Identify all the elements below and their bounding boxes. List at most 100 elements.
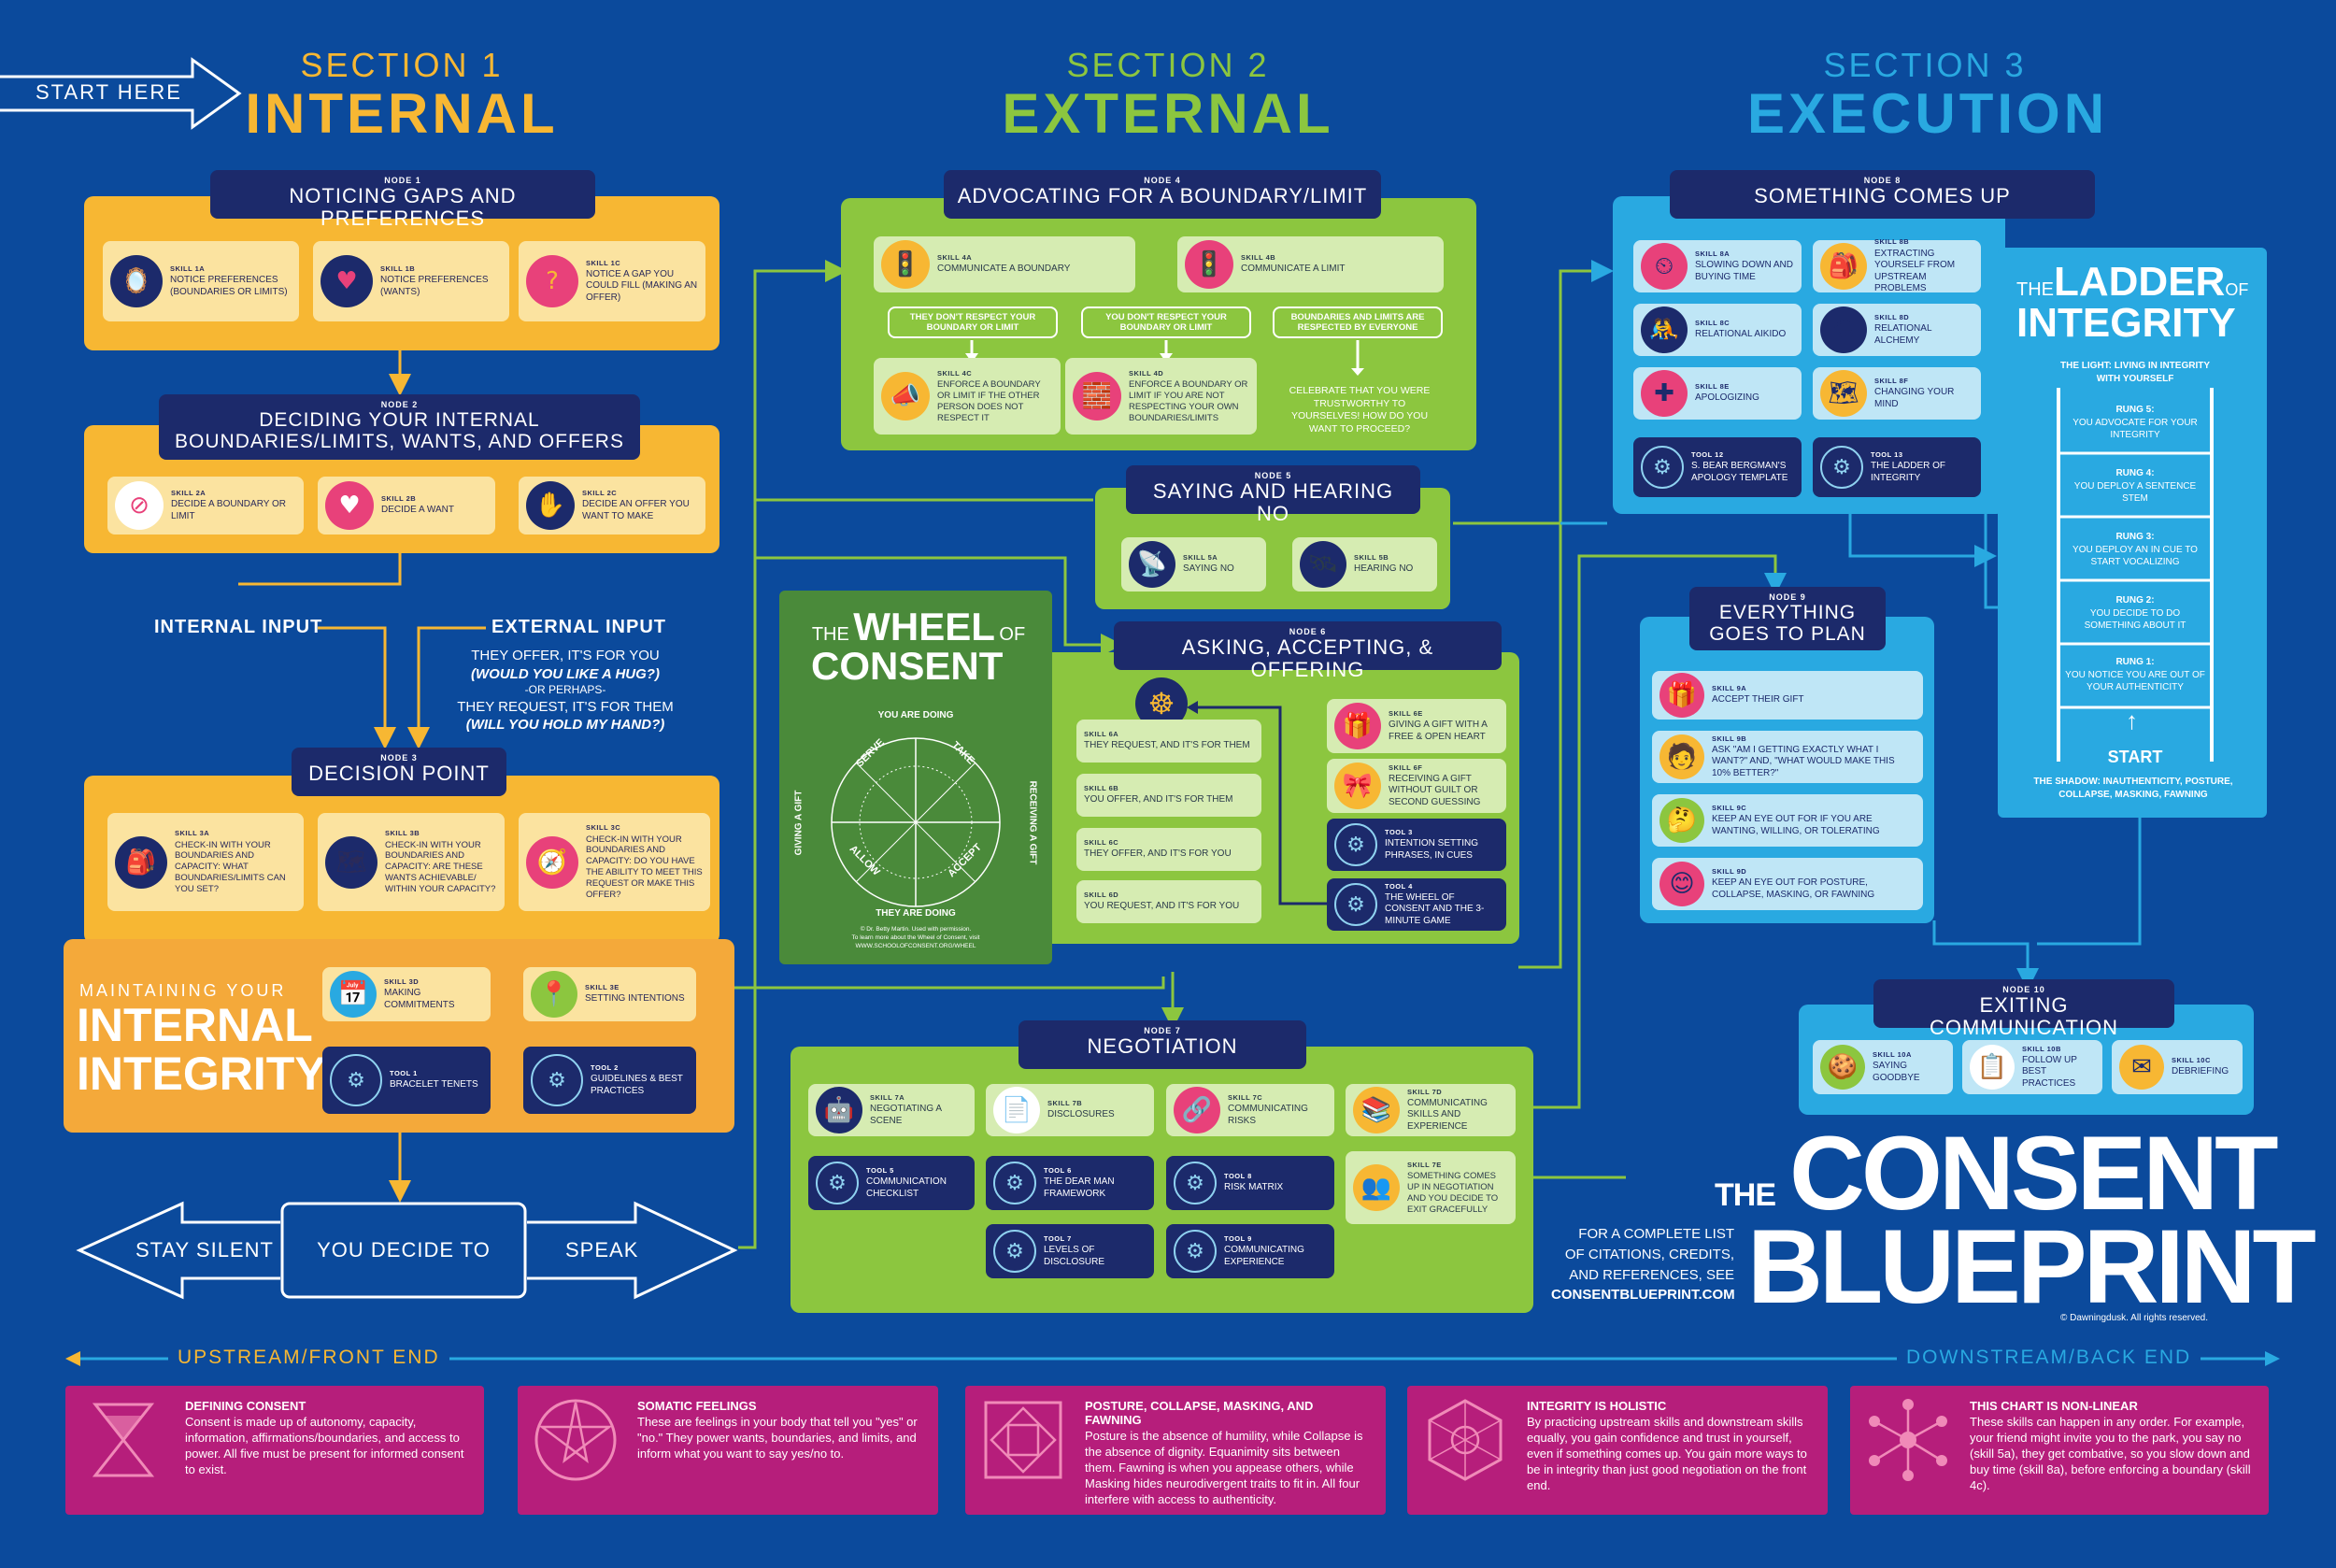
skill-text: SOMETHING COMES UP IN NEGOTIATION AND YO… (1407, 1170, 1499, 1215)
wheel-credit-line: © Dr. Betty Martin. Used with permission… (860, 926, 972, 933)
tool-code: TOOL 9 (1224, 1233, 1252, 1243)
info-card-somatic-feelings: SOMATIC FEELINGS These are feelings in y… (518, 1386, 938, 1515)
rung-3: RUNG 3:YOU DEPLOY AN IN CUE TO START VOC… (2065, 531, 2205, 569)
skill-code: SKILL 9D (1712, 866, 1747, 876)
flask-icon: ⚗ (1820, 306, 1867, 353)
stay-silent-option[interactable]: STAY SILENT (135, 1238, 274, 1262)
skill-text: CHANGING YOUR MIND (1874, 387, 1955, 409)
ladder-title: THELADDEROF INTEGRITY (2016, 262, 2250, 344)
heart-icon: ♥ (320, 255, 373, 307)
internal-input-label: INTERNAL INPUT (154, 617, 323, 637)
skill-code: SKILL 1C (586, 258, 621, 267)
skill-code: SKILL 8E (1695, 382, 1730, 392)
wrench-gear-icon: ⚙ (993, 1162, 1036, 1205)
skill-text: COMMUNICATE A BOUNDARY (937, 264, 1071, 275)
rung-text: YOU DEPLOY A SENTENCE STEM (2073, 480, 2197, 505)
skill-text: RELATIONAL AIKIDO (1695, 329, 1787, 340)
skill-code: SKILL 2A (171, 488, 207, 497)
skill-code: SKILL 9B (1712, 734, 1747, 743)
wheel-credit-line: WWW.SCHOOLOFCONSENT.ORG/WHEEL (855, 943, 976, 950)
skill-text: NOTICE PREFERENCES (BOUNDARIES OR LIMITS… (170, 275, 288, 297)
skill-code: SKILL 4D (1129, 368, 1164, 378)
node-4-number: NODE 4 (1144, 176, 1181, 185)
gift-icon: 🎁 (1659, 673, 1704, 718)
node-9-title: EVERYTHING GOES TO PLAN (1709, 602, 1866, 646)
branch-they-dont-respect: THEY DON'T RESPECT YOUR BOUNDARY OR LIMI… (888, 306, 1058, 338)
skill-code: SKILL 4B (1241, 253, 1276, 263)
gift-wall-icon: 🧱 (1073, 372, 1121, 421)
brand-url-link[interactable]: CONSENTBLUEPRINT.COM (1551, 1287, 1735, 1304)
calendar-icon: 📅 (330, 971, 377, 1018)
wheel-consent: CONSENT (811, 644, 1004, 688)
brand-references: FOR A COMPLETE LIST OF CITATIONS, CREDIT… (1551, 1224, 1735, 1305)
node-1-number: NODE 1 (384, 176, 421, 185)
traffic-light-icon: 🚦 (881, 240, 930, 289)
skill-code: SKILL 9C (1712, 803, 1747, 812)
brand-consent: CONSENT (1789, 1115, 2279, 1232)
skill-code: SKILL 2C (582, 488, 618, 497)
speak-option[interactable]: SPEAK (565, 1238, 639, 1262)
satellite-dish-icon: 🛰 (1300, 541, 1346, 588)
rung-text: YOU DECIDE TO DO SOMETHING ABOUT IT (2084, 607, 2186, 632)
tool-code: TOOL 6 (1044, 1165, 1072, 1175)
section-3-title: SECTION 3 EXECUTION (1747, 49, 2104, 142)
skill-text: RECEIVING A GIFT WITHOUT GUILT OR SECOND… (1389, 773, 1481, 807)
tool-code: TOOL 1 (390, 1069, 418, 1078)
backpack-icon: 🎒 (1820, 243, 1867, 290)
ladder-start: START (2107, 748, 2163, 766)
rung-text: YOU NOTICE YOU ARE OUT OF YOUR AUTHENTIC… (2065, 669, 2205, 693)
